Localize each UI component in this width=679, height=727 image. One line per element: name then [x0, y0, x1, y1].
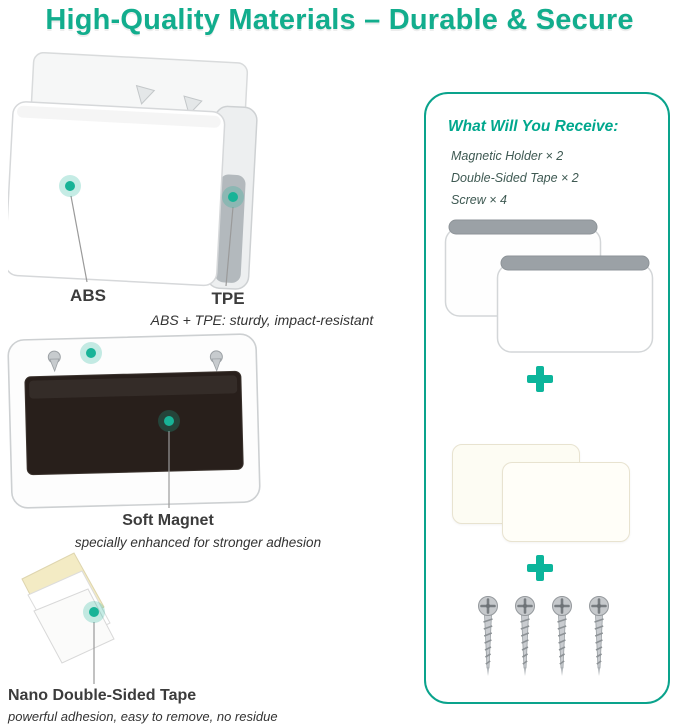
tpe-callout-dot: [228, 192, 238, 202]
magnet-callout-dot: [164, 416, 174, 426]
receive-panel: What Will You Receive: Magnetic Holder ×…: [424, 92, 670, 704]
tape-callout-dot: [89, 607, 99, 617]
receive-item-magnetic-holder: Magnetic Holder × 2: [451, 149, 564, 163]
screw-icon: [515, 596, 535, 676]
page-title: High-Quality Materials – Durable & Secur…: [45, 4, 634, 36]
nano-tape-label: Nano Double-Sided Tape: [8, 687, 197, 704]
holder-3d-illustration: [4, 51, 276, 297]
holder-magnet-illustration: [6, 328, 264, 519]
plus-icon: [527, 366, 553, 392]
holder-3d-icon: [4, 51, 258, 290]
screws-row: [476, 596, 611, 680]
tape-stack-illustration: [16, 545, 120, 690]
soft-magnet-description: specially enhanced for stronger adhesion: [74, 535, 322, 550]
receive-item-double-sided-tape: Double-Sided Tape × 2: [451, 171, 579, 185]
magnetic-holder-icon: [496, 255, 654, 353]
abs-label: ABS: [70, 286, 106, 305]
screw-icon: [478, 596, 498, 676]
tpe-label: TPE: [211, 289, 245, 308]
tape-sheet-icon: [502, 462, 630, 542]
nano-tape-description: powerful adhesion, easy to remove, no re…: [8, 709, 278, 724]
screw-icon: [552, 596, 572, 676]
abs-callout-dot: [65, 181, 75, 191]
plus-icon: [527, 555, 553, 581]
holder-front-icon: [7, 333, 261, 509]
abs-tpe-description: ABS + TPE: sturdy, impact-resistant: [150, 312, 374, 328]
tape-stack-icon: [21, 552, 115, 664]
holders-pair-illustration: [442, 218, 654, 364]
receive-panel-title: What Will You Receive:: [448, 118, 619, 135]
screw-icon: [589, 596, 609, 676]
soft-magnet-label: Soft Magnet: [122, 512, 214, 529]
holder-top-callout-dot: [86, 348, 96, 358]
receive-item-screw: Screw × 4: [451, 193, 507, 207]
